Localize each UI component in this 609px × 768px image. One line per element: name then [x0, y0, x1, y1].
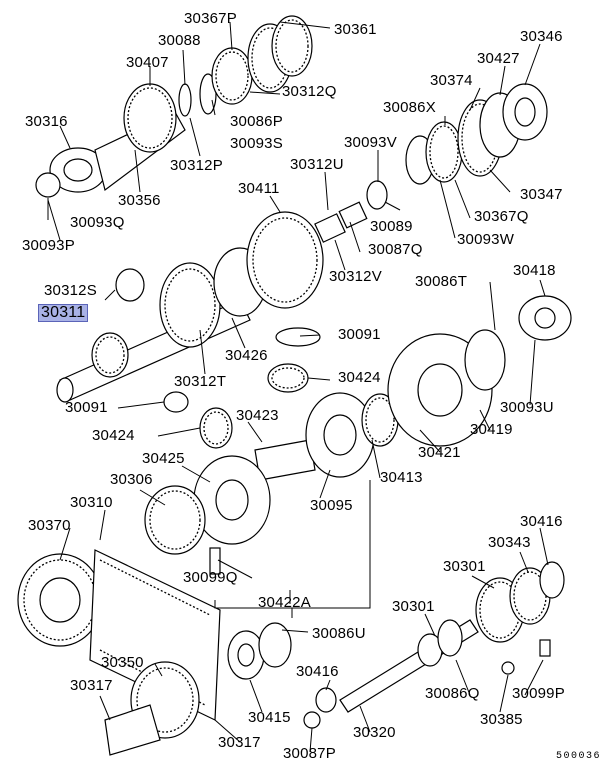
part-label-30093P[interactable]: 30093P [22, 237, 75, 254]
part-label-30367P[interactable]: 30367P [184, 10, 237, 27]
diagram-id: 500036 [555, 751, 601, 762]
part-label-30312T[interactable]: 30312T [174, 373, 227, 390]
part-label-30426[interactable]: 30426 [225, 347, 268, 364]
part-label-30317-left[interactable]: 30317 [70, 677, 113, 694]
upper-shaft-group [35, 15, 313, 198]
part-label-30311-selected[interactable]: 30311 [38, 304, 89, 322]
part-label-30424-upper[interactable]: 30424 [338, 369, 381, 386]
part-label-30350[interactable]: 30350 [101, 654, 144, 671]
part-label-30413[interactable]: 30413 [380, 469, 423, 486]
part-label-30086Q[interactable]: 30086Q [425, 685, 480, 702]
part-label-30312P[interactable]: 30312P [170, 157, 223, 174]
part-label-30317-bottom[interactable]: 30317 [218, 734, 261, 751]
part-label-30425[interactable]: 30425 [142, 450, 185, 467]
part-label-30312U[interactable]: 30312U [290, 156, 344, 173]
part-label-30416-upper[interactable]: 30416 [520, 513, 563, 530]
part-label-30089[interactable]: 30089 [370, 218, 413, 235]
synchronizer-group [366, 83, 548, 210]
part-label-30095[interactable]: 30095 [310, 497, 353, 514]
part-label-30411[interactable]: 30411 [238, 180, 280, 197]
part-label-30099Q[interactable]: 30099Q [183, 569, 238, 586]
part-label-30418[interactable]: 30418 [513, 262, 556, 279]
differential-group [163, 295, 572, 545]
leader-lines [47, 21, 549, 753]
part-label-30367Q[interactable]: 30367Q [474, 208, 529, 225]
part-label-30427[interactable]: 30427 [477, 50, 520, 67]
lower-shaft-group [339, 561, 565, 713]
part-label-30374[interactable]: 30374 [430, 72, 473, 89]
part-label-30316[interactable]: 30316 [25, 113, 68, 130]
part-label-30306[interactable]: 30306 [110, 471, 153, 488]
part-label-30361[interactable]: 30361 [334, 21, 377, 38]
part-label-30370[interactable]: 30370 [28, 517, 71, 534]
part-label-30422A[interactable]: 30422A [258, 594, 311, 611]
main-shaft-group [56, 201, 368, 403]
part-label-30087Q[interactable]: 30087Q [368, 241, 423, 258]
part-label-30423[interactable]: 30423 [236, 407, 279, 424]
part-label-30086U[interactable]: 30086U [312, 625, 366, 642]
part-label-30093U[interactable]: 30093U [500, 399, 554, 416]
part-label-30312Q[interactable]: 30312Q [282, 83, 337, 100]
part-label-30088[interactable]: 30088 [158, 32, 201, 49]
part-label-30087P[interactable]: 30087P [283, 745, 336, 762]
part-label-30416-lower[interactable]: 30416 [296, 663, 339, 680]
part-label-30347[interactable]: 30347 [520, 186, 563, 203]
part-label-30385[interactable]: 30385 [480, 711, 523, 728]
part-label-30312V[interactable]: 30312V [329, 268, 382, 285]
part-label-30343[interactable]: 30343 [488, 534, 531, 551]
part-label-30310[interactable]: 30310 [70, 494, 113, 511]
part-label-30320[interactable]: 30320 [353, 724, 396, 741]
transfer-chain-group [17, 485, 337, 756]
part-label-30407[interactable]: 30407 [126, 54, 169, 71]
part-label-30301-upper[interactable]: 30301 [443, 558, 486, 575]
part-label-30093Q[interactable]: 30093Q [70, 214, 125, 231]
part-label-30093W[interactable]: 30093W [457, 231, 515, 248]
part-label-30093V[interactable]: 30093V [344, 134, 397, 151]
part-label-30086P[interactable]: 30086P [230, 113, 283, 130]
part-label-30086X[interactable]: 30086X [383, 99, 436, 116]
part-label-30346[interactable]: 30346 [520, 28, 563, 45]
part-label-30421[interactable]: 30421 [418, 444, 461, 461]
part-label-30356[interactable]: 30356 [118, 192, 161, 209]
part-label-30419[interactable]: 30419 [470, 421, 513, 438]
part-label-30086T[interactable]: 30086T [415, 273, 468, 290]
part-label-30091-lower[interactable]: 30091 [65, 399, 108, 416]
part-label-30415[interactable]: 30415 [248, 709, 291, 726]
part-label-30301-lower[interactable]: 30301 [392, 598, 435, 615]
part-label-30424-lower[interactable]: 30424 [92, 427, 135, 444]
part-label-30099P[interactable]: 30099P [512, 685, 565, 702]
part-label-30093S[interactable]: 30093S [230, 135, 283, 152]
part-label-30091-upper[interactable]: 30091 [338, 326, 381, 343]
part-label-30312S[interactable]: 30312S [44, 282, 97, 299]
